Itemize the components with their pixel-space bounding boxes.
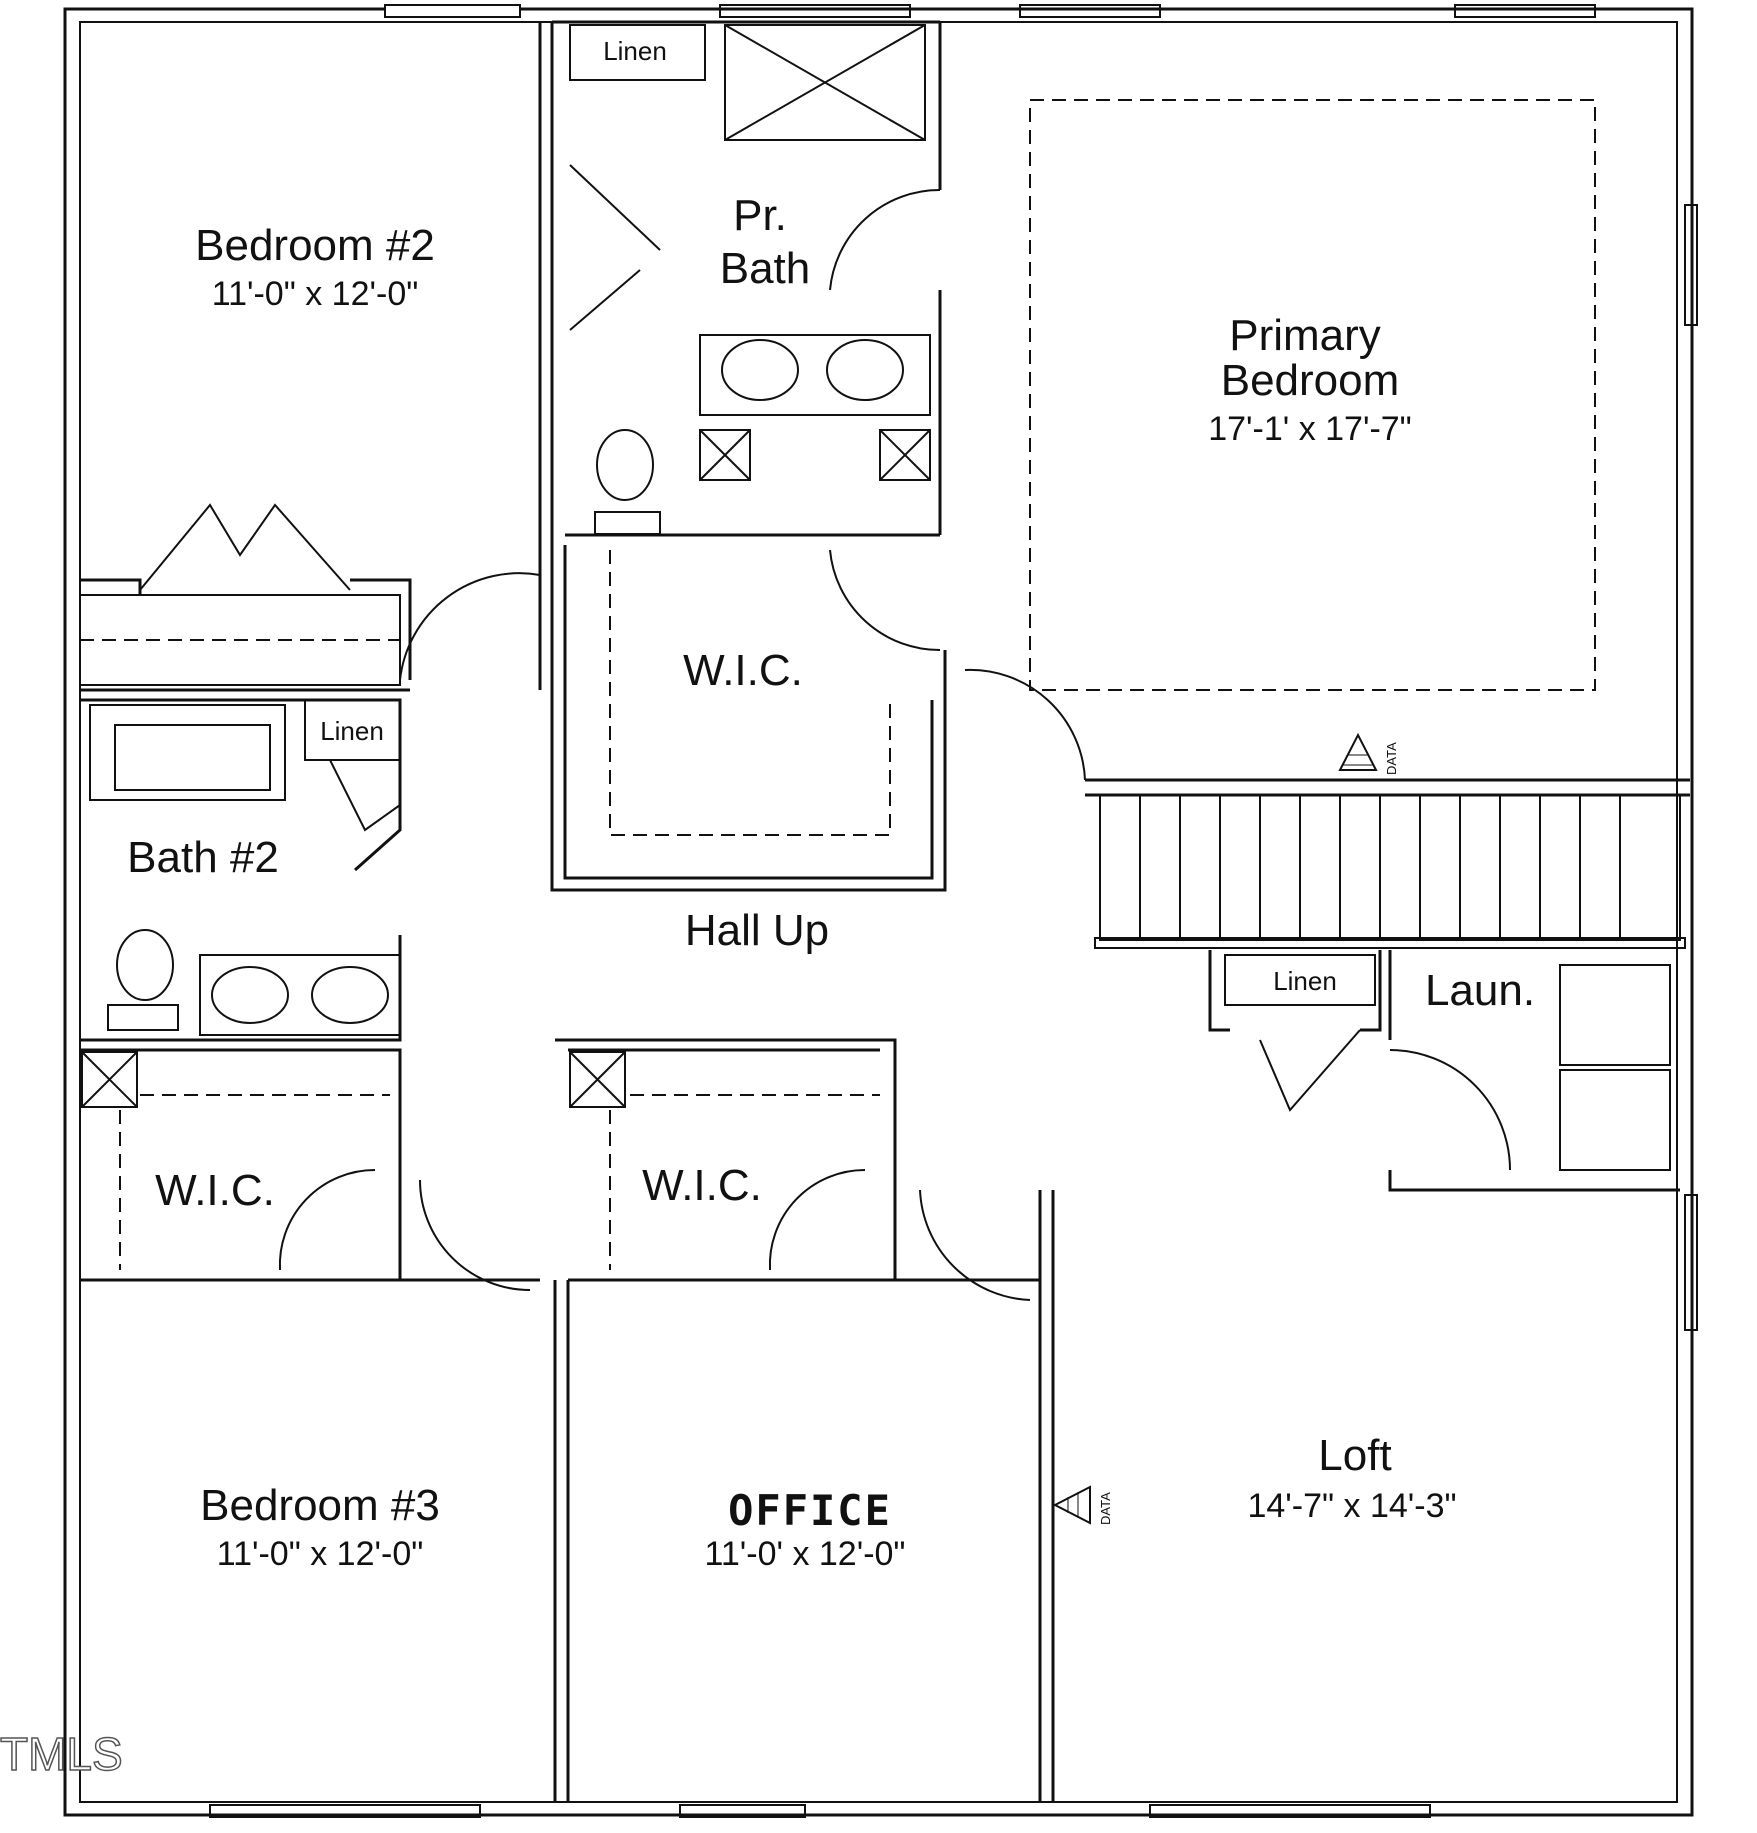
wic-office-label: W.I.C. xyxy=(642,1161,762,1210)
wic-primary-label: W.I.C. xyxy=(683,646,803,695)
loft-dims: 14'-7" x 14'-3" xyxy=(1247,1487,1456,1525)
primary-bedroom-line2: Bedroom xyxy=(1221,356,1400,405)
linen-bath2-label: Linen xyxy=(320,716,384,746)
office-name: OFFICE xyxy=(728,1486,892,1535)
hall-label: Hall Up xyxy=(685,906,829,955)
data-marker-loft: DATA xyxy=(1052,1485,1113,1525)
primary-bedroom-dims: 17'-1' x 17'-7" xyxy=(1208,410,1412,448)
bath2-name: Bath #2 xyxy=(127,833,279,882)
bedroom2-dims: 11'-0" x 12'-0" xyxy=(212,275,419,313)
laundry-label: Laun. xyxy=(1425,966,1535,1015)
loft-name: Loft xyxy=(1318,1431,1391,1480)
bedroom2-name: Bedroom #2 xyxy=(195,221,435,270)
linen-hall-label: Linen xyxy=(1273,966,1337,996)
room-labels: Bedroom #2 11'-0" x 12'-0" Linen Pr. Bat… xyxy=(127,36,1535,1573)
linen-pr-bath-label: Linen xyxy=(603,36,667,66)
primary-bedroom-line1: Primary xyxy=(1229,311,1381,360)
office-dims: 11'-0' x 12'-0" xyxy=(704,1535,905,1573)
data-marker-stairs-label: DATA xyxy=(1384,742,1399,775)
interior-walls xyxy=(79,20,1690,1802)
data-marker-loft-label: DATA xyxy=(1098,1492,1113,1525)
bedroom3-name: Bedroom #3 xyxy=(200,1481,440,1530)
wic-bed3-label: W.I.C. xyxy=(155,1166,275,1215)
pr-bath-line1: Pr. xyxy=(733,191,787,240)
data-marker-stairs: DATA xyxy=(1338,732,1399,775)
bedroom3-dims: 11'-0" x 12'-0" xyxy=(217,1535,424,1573)
pr-bath-line2: Bath xyxy=(720,244,811,293)
watermark: TMLS xyxy=(0,1728,123,1780)
